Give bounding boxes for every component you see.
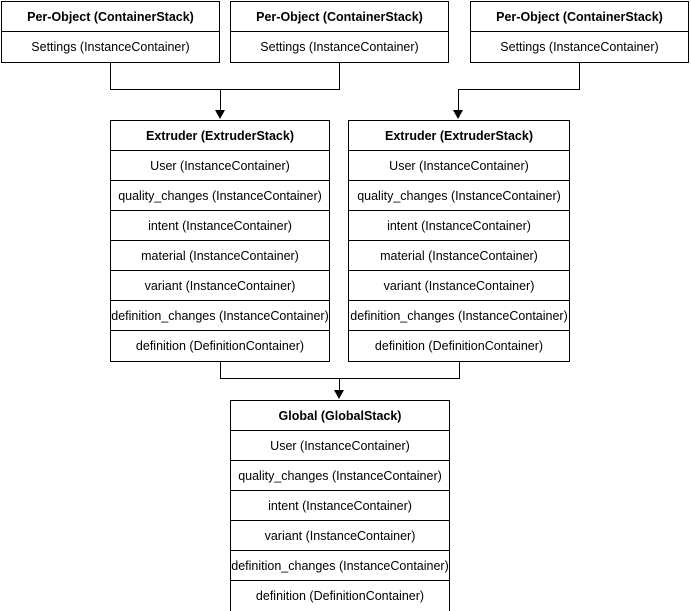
node-per-object-1-header: Per-Object (ContainerStack) <box>2 2 219 32</box>
node-extruder-1-row-definition: definition (DefinitionContainer) <box>135 339 305 353</box>
node-extruder-2-row-user: User (InstanceContainer) <box>349 151 569 181</box>
node-global-stack-row-variant: variant (InstanceContainer) <box>231 521 449 551</box>
node-global-stack-row-intent: intent (InstanceContainer) <box>231 491 449 521</box>
node-per-object-3[interactable]: Per-Object (ContainerStack) Settings (In… <box>470 1 689 63</box>
node-extruder-2-header: Extruder (ExtruderStack) <box>349 121 569 151</box>
node-global-stack-row-definition-changes: definition_changes (InstanceContainer) <box>231 551 449 581</box>
edge-extruder-2-down <box>459 360 460 378</box>
node-global-stack-header: Global (GlobalStack) <box>231 401 449 431</box>
edge-merge-bar-extruder-1 <box>110 89 340 90</box>
edge-per-object-2-down <box>339 60 340 89</box>
node-per-object-2-row-settings: Settings (InstanceContainer) <box>260 40 419 54</box>
node-extruder-1-row-user: User (InstanceContainer) <box>111 151 329 181</box>
arrowhead-global <box>334 390 344 399</box>
node-per-object-3-header: Per-Object (ContainerStack) <box>471 2 688 32</box>
node-extruder-1-row-material: material (InstanceContainer) <box>111 241 329 271</box>
node-extruder-1-header: Extruder (ExtruderStack) <box>111 121 329 151</box>
node-extruder-1[interactable]: Extruder (ExtruderStack) User (InstanceC… <box>110 120 330 362</box>
arrowhead-extruder-1 <box>215 110 225 119</box>
node-per-object-2-header: Per-Object (ContainerStack) <box>231 2 448 32</box>
node-extruder-1-row-intent: intent (InstanceContainer) <box>111 211 329 241</box>
edge-into-global <box>339 378 340 392</box>
node-per-object-1-row-settings: Settings (InstanceContainer) <box>31 40 190 54</box>
edge-bar-extruder-2 <box>458 89 580 90</box>
edge-per-object-3-down <box>579 60 580 89</box>
edge-per-object-1-down <box>110 60 111 89</box>
node-global-stack-row-quality-changes: quality_changes (InstanceContainer) <box>231 461 449 491</box>
node-global-stack-row-definition: definition (DefinitionContainer) <box>255 589 425 603</box>
node-extruder-2-row-variant: variant (InstanceContainer) <box>349 271 569 301</box>
edge-merge-bar-global <box>220 378 460 379</box>
node-extruder-2-row-quality-changes: quality_changes (InstanceContainer) <box>349 181 569 211</box>
node-extruder-2-row-intent: intent (InstanceContainer) <box>349 211 569 241</box>
node-extruder-2-row-material: material (InstanceContainer) <box>349 241 569 271</box>
edge-into-extruder-2 <box>458 89 459 112</box>
node-per-object-2[interactable]: Per-Object (ContainerStack) Settings (In… <box>230 1 449 63</box>
node-global-stack-row-user: User (InstanceContainer) <box>231 431 449 461</box>
node-extruder-1-row-variant: variant (InstanceContainer) <box>111 271 329 301</box>
arrowhead-extruder-2 <box>453 110 463 119</box>
edge-into-extruder-1 <box>220 89 221 112</box>
node-extruder-1-row-definition-changes: definition_changes (InstanceContainer) <box>111 301 329 331</box>
node-per-object-3-row-settings: Settings (InstanceContainer) <box>500 40 659 54</box>
node-extruder-2[interactable]: Extruder (ExtruderStack) User (InstanceC… <box>348 120 570 362</box>
node-per-object-1[interactable]: Per-Object (ContainerStack) Settings (In… <box>1 1 220 63</box>
node-extruder-1-row-quality-changes: quality_changes (InstanceContainer) <box>111 181 329 211</box>
node-extruder-2-row-definition: definition (DefinitionContainer) <box>374 339 544 353</box>
node-extruder-2-row-definition-changes: definition_changes (InstanceContainer) <box>349 301 569 331</box>
edge-extruder-1-down <box>220 360 221 378</box>
node-global-stack[interactable]: Global (GlobalStack) User (InstanceConta… <box>230 400 450 611</box>
